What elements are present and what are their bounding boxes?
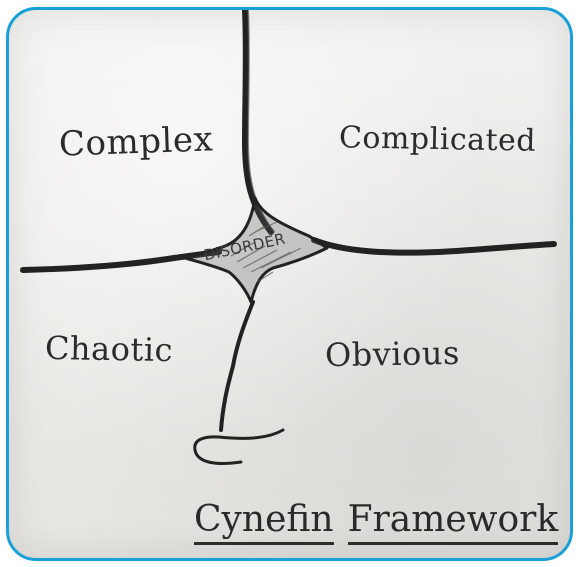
diagram-title: Cynefin Framework <box>194 500 558 545</box>
right-horizontal-line <box>314 240 554 253</box>
title-word-cynefin: Cynefin <box>194 500 334 545</box>
diagram-frame: Complex Complicated Chaotic Obvious DISO… <box>6 7 573 561</box>
left-horizontal-line <box>23 252 219 270</box>
cynefin-sketch <box>9 10 573 561</box>
complicated-label: Complicated <box>339 120 537 158</box>
complex-label: Complex <box>58 119 213 164</box>
cliff-fold-line <box>195 430 283 464</box>
chaotic-label: Chaotic <box>45 329 174 369</box>
obvious-label: Obvious <box>325 334 460 374</box>
bottom-vertical-line <box>221 302 253 430</box>
title-word-framework: Framework <box>348 500 559 545</box>
